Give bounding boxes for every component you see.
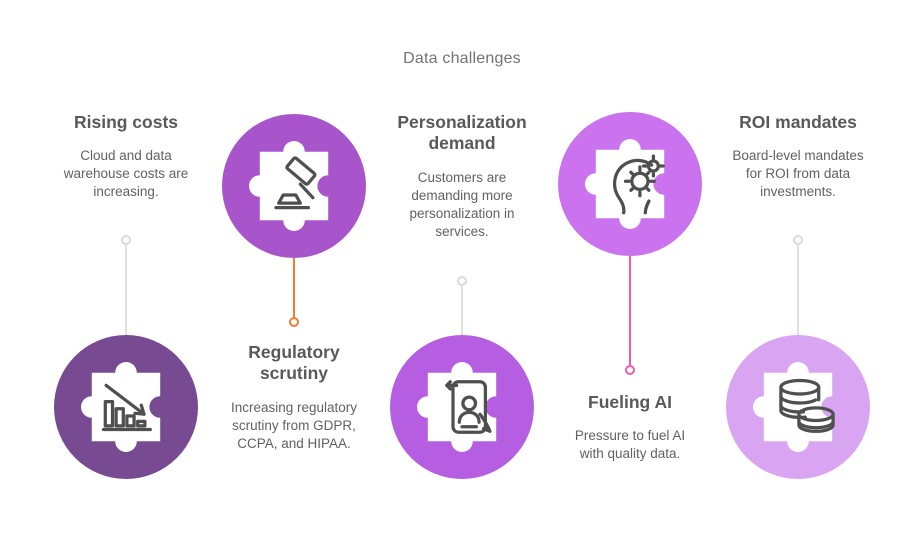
column-roi-mandates: ROI mandates Board-level mandates for RO…	[708, 0, 888, 540]
ai-head-gear-icon	[585, 139, 665, 229]
item-text: Personalization demand Customers are dem…	[396, 112, 528, 241]
connector-line	[292, 258, 296, 318]
item-heading: Regulatory scrutiny	[248, 342, 340, 384]
puzzle-circle	[54, 335, 198, 479]
puzzle-piece	[249, 141, 329, 231]
column-personalization-demand: Personalization demand Customers are dem…	[372, 0, 552, 540]
connector-dot	[793, 235, 803, 245]
column-regulatory-scrutiny: Regulatory scrutiny Increasing regulator…	[204, 0, 384, 540]
item-body: Cloud and data warehouse costs are incre…	[63, 148, 189, 200]
declining-chart-icon	[81, 362, 161, 452]
item-body: Customers are demanding more personaliza…	[409, 169, 515, 239]
item-heading: Rising costs	[73, 112, 179, 132]
item-body: Board-level mandates for ROI from data i…	[732, 148, 864, 200]
connector-dot	[121, 235, 131, 245]
connector-line	[124, 245, 128, 336]
puzzle-circle	[558, 112, 702, 256]
puzzle-circle	[222, 114, 366, 258]
item-text: Regulatory scrutiny Increasing regulator…	[219, 342, 369, 453]
user-on-phone-icon	[417, 362, 497, 452]
column-fueling-ai: Fueling AI Pressure to fuel AI with qual…	[540, 0, 720, 540]
page-title: Data challenges	[403, 50, 521, 67]
puzzle-piece	[417, 362, 497, 452]
item-text: ROI mandates Board-level mandates for RO…	[723, 112, 873, 201]
item-text: Rising costs Cloud and data warehouse co…	[51, 112, 201, 201]
gavel-icon	[249, 141, 329, 231]
connector-dot	[625, 365, 635, 375]
connector-line	[796, 245, 800, 336]
puzzle-piece	[753, 362, 833, 452]
connector-line	[628, 256, 632, 365]
puzzle-piece	[585, 139, 665, 229]
connector-line	[460, 286, 464, 336]
item-heading: Personalization demand	[397, 112, 527, 154]
item-heading: ROI mandates	[739, 112, 857, 132]
puzzle-circle	[390, 335, 534, 479]
item-heading: Fueling AI	[588, 392, 672, 412]
item-text: Fueling AI Pressure to fuel AI with qual…	[564, 392, 696, 463]
column-rising-costs: Rising costs Cloud and data warehouse co…	[36, 0, 216, 540]
item-body: Increasing regulatory scrutiny from GDPR…	[230, 399, 358, 451]
connector-dot	[289, 317, 299, 327]
coin-stack-icon	[753, 362, 835, 452]
puzzle-circle	[726, 335, 870, 479]
puzzle-piece	[81, 362, 161, 452]
item-body: Pressure to fuel AI with quality data.	[574, 428, 686, 462]
connector-dot	[457, 276, 467, 286]
